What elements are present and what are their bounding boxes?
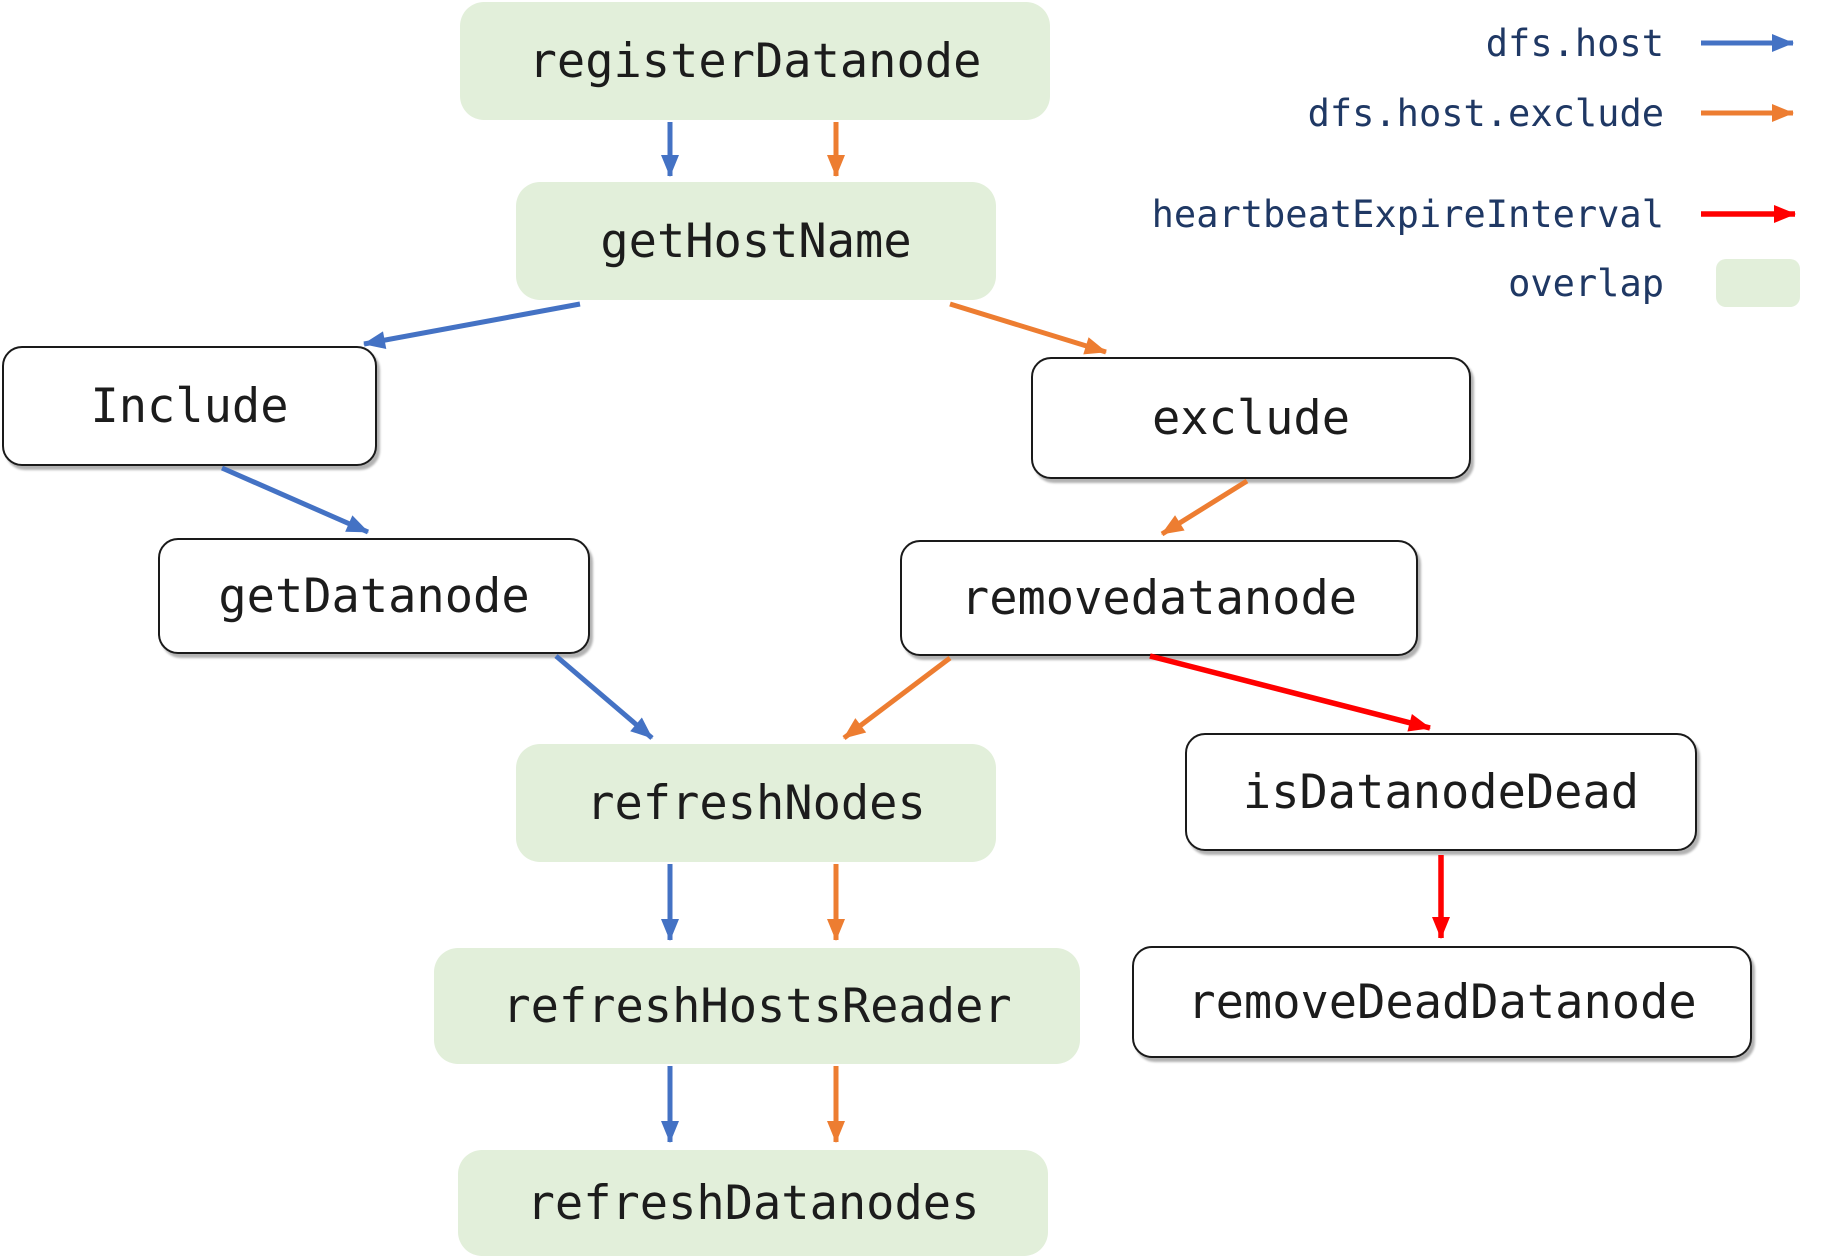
legend-row-dfs-host-exclude: dfs.host.exclude (1308, 86, 1818, 140)
node-removedatanode: removedatanode (900, 540, 1418, 656)
node-label: getHostName (600, 213, 912, 269)
edge-Include-getDatanode (220, 465, 370, 535)
node-label: refreshNodes (586, 775, 926, 831)
node-exclude: exclude (1031, 357, 1471, 479)
legend: dfs.host dfs.host.exclude (1152, 16, 1818, 310)
node-label: getDatanode (218, 568, 530, 624)
edge-getHostName-Include (363, 301, 581, 350)
node-label: isDatanodeDead (1242, 764, 1640, 820)
legend-label-dfs-host-exclude: dfs.host.exclude (1307, 91, 1664, 135)
edge-exclude-removedatanode (1160, 478, 1249, 537)
legend-label-heartbeat-expire-interval: heartbeatExpireInterval (1151, 192, 1664, 236)
dfs-host-exclude-arrow-icon (1698, 101, 1818, 125)
overlap-swatch-icon (1698, 259, 1818, 307)
node-label: removeDeadDatanode (1187, 974, 1697, 1030)
dfs-host-arrow-icon (1698, 31, 1818, 55)
legend-label-dfs-host: dfs.host (1485, 21, 1664, 65)
node-label: refreshDatanodes (526, 1175, 980, 1231)
node-remove-dead-datanode: removeDeadDatanode (1132, 946, 1752, 1058)
node-label: exclude (1151, 390, 1351, 446)
edge-removedatanode-refreshNodes (842, 656, 952, 740)
heartbeat-expire-interval-arrow-icon (1698, 202, 1818, 226)
node-refresh-nodes: refreshNodes (516, 744, 996, 862)
node-label: removedatanode (960, 570, 1358, 626)
legend-row-dfs-host: dfs.host (1486, 16, 1818, 70)
legend-label-overlap: overlap (1508, 261, 1664, 305)
edge-getDatanode-refreshNodes (554, 654, 654, 740)
node-label: Include (90, 378, 289, 434)
node-refresh-hosts-reader: refreshHostsReader (434, 948, 1080, 1064)
node-register-datanode: registerDatanode (460, 2, 1050, 120)
node-get-host-name: getHostName (516, 182, 996, 300)
node-get-datanode: getDatanode (158, 538, 590, 654)
node-label: registerDatanode (528, 33, 982, 89)
edge-getHostName-exclude (949, 301, 1107, 355)
legend-row-heartbeat-expire-interval: heartbeatExpireInterval (1152, 187, 1818, 241)
node-is-datanode-dead: isDatanodeDead (1185, 733, 1697, 851)
legend-row-overlap: overlap (1508, 256, 1818, 310)
node-label: refreshHostsReader (502, 978, 1012, 1034)
node-include: Include (2, 346, 377, 466)
node-refresh-datanodes: refreshDatanodes (458, 1150, 1048, 1256)
edge-removedatanode-isDatanodeDead (1149, 653, 1431, 732)
